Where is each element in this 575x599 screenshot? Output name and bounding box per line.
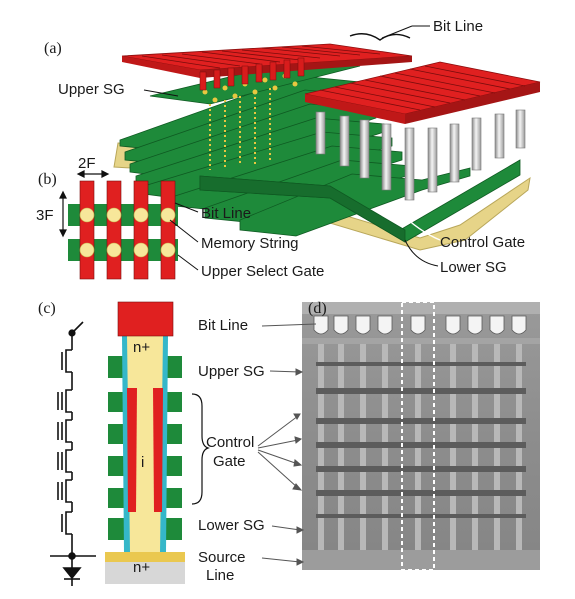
bit-line-strip: [79, 180, 95, 280]
sem-leader-arrows: [257, 323, 317, 566]
panel-label-d: (d): [308, 300, 327, 317]
cross-section-string: [105, 301, 185, 584]
bit-line-contact: [117, 301, 174, 337]
control-gate-label-a: Control Gate: [440, 234, 525, 251]
control-gate-leader: [396, 209, 441, 241]
upper-sg-plate: [149, 59, 361, 170]
source-line-label-1: Source: [198, 549, 246, 566]
upper-select-gate-row-2: [68, 239, 178, 261]
dimension-3f: 3F: [36, 207, 54, 224]
bit-line-strip: [133, 180, 149, 280]
memory-string-label: Memory String: [201, 235, 299, 252]
upper-sg-leader: [143, 89, 179, 97]
upper-sg-label-a: Upper SG: [58, 81, 125, 98]
n-plus-source-region: [105, 552, 185, 562]
n-plus-bottom-label: n+: [133, 559, 150, 576]
contact-pillars: [315, 109, 526, 201]
upper-select-gate-label: Upper Select Gate: [201, 263, 324, 280]
memory-string-dot: [79, 242, 95, 258]
n-plus-top-label: n+: [133, 339, 150, 356]
panel-label-b: (b): [38, 171, 57, 188]
panel-a-3d-stack: [113, 25, 541, 267]
panel-label-c: (c): [38, 300, 56, 317]
circuit-schematic: [50, 321, 96, 586]
bit-line-strip: [106, 180, 122, 280]
bit-line-label-d: Bit Line: [198, 317, 248, 334]
bit-line-label-top: Bit Line: [433, 18, 483, 35]
lower-sg-label-d: Lower SG: [198, 517, 265, 534]
memory-string-dot: [160, 242, 176, 258]
panel-b-top-view: [59, 170, 199, 280]
control-gate-brace: [191, 393, 210, 505]
bit-line-strip: [160, 180, 176, 280]
bit-line-comb-left: [121, 43, 413, 91]
source-line-substrate: [105, 562, 185, 584]
bit-line-leader: [381, 25, 413, 39]
source-line-label-2: Line: [206, 567, 234, 584]
control-gate-label-d-line1: Control: [206, 434, 254, 451]
charge-trap-left: [127, 388, 137, 512]
lower-sg-leader: [404, 239, 439, 267]
memory-string-dot: [133, 242, 149, 258]
memory-string-dot: [133, 207, 149, 223]
dimension-2f: 2F: [78, 155, 96, 172]
memory-string-dot: [106, 242, 122, 258]
upper-sg-label-d: Upper SG: [198, 363, 265, 380]
memory-string-dot: [160, 207, 176, 223]
control-gate-label-d-line2: Gate: [213, 453, 246, 470]
bit-line-brace: [349, 33, 411, 41]
highlighted-string-box: [401, 301, 435, 571]
memory-string-dot: [79, 207, 95, 223]
upper-select-gate-row-1: [68, 204, 178, 226]
bit-line-label-b: Bit Line: [201, 205, 251, 222]
i-region-label: i: [141, 454, 144, 471]
charge-trap-right: [153, 388, 163, 512]
bit-line-comb-right: [304, 61, 541, 124]
memory-string-dot: [106, 207, 122, 223]
lower-sg-label-a: Lower SG: [440, 259, 507, 276]
panel-d-sem-image: [302, 301, 540, 571]
panel-label-a: (a): [44, 40, 62, 57]
